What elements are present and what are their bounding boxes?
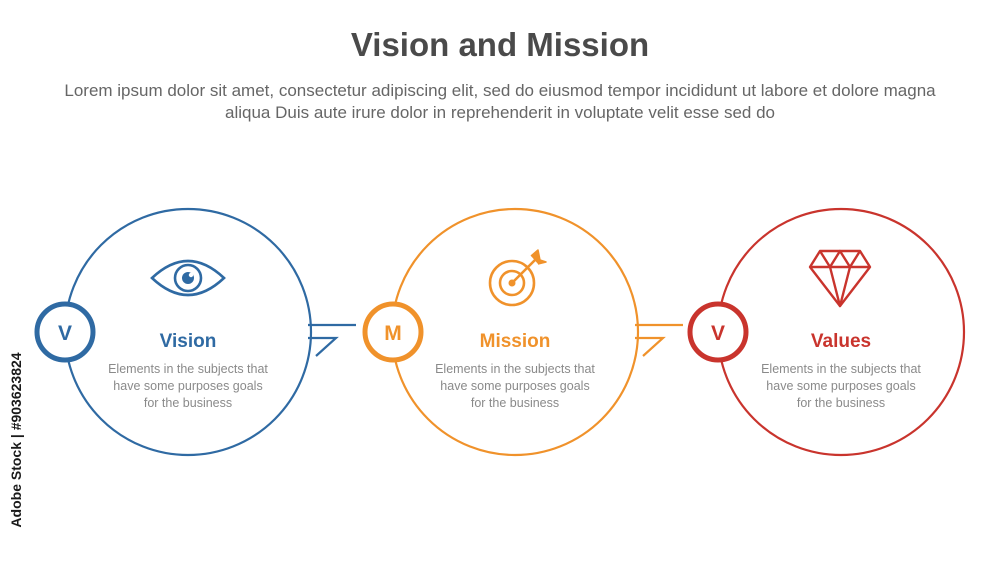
stage-vision-badge bbox=[34, 301, 96, 363]
stage-vision-title: Vision bbox=[159, 331, 217, 352]
page-title: Vision and Mission bbox=[350, 26, 650, 63]
stage-vision-badge-letter: V bbox=[58, 322, 72, 345]
stage-values-badge-letter: V bbox=[711, 322, 725, 345]
stage-vision-shape bbox=[34, 207, 356, 457]
arrow-connector-2 bbox=[635, 323, 683, 357]
stage-mission-badge-letter: M bbox=[384, 322, 402, 345]
arrow-connector-1 bbox=[308, 323, 356, 357]
page-subtitle: Lorem ipsum dolor sit amet, consectetur … bbox=[64, 81, 936, 122]
diamond-icon bbox=[808, 249, 872, 308]
stage-values: Values Elements in the subjects that hav… bbox=[741, 331, 941, 412]
stock-watermark-text: Adobe Stock | #903623824 bbox=[8, 352, 24, 528]
stage-mission: Mission Elements in the subjects that ha… bbox=[415, 331, 615, 412]
stage-mission-description: Elements in the subjects that have some … bbox=[435, 362, 595, 410]
stage-values-title: Values bbox=[810, 331, 872, 352]
eye-icon bbox=[150, 259, 226, 297]
stage-mission-badge bbox=[362, 301, 424, 363]
stage-values-shape bbox=[687, 207, 966, 457]
target-icon bbox=[488, 249, 547, 307]
stage-values-description: Elements in the subjects that have some … bbox=[761, 362, 921, 410]
stage-mission-title: Mission bbox=[479, 331, 551, 352]
stage-mission-shape bbox=[362, 207, 683, 457]
stage-vision-description: Elements in the subjects that have some … bbox=[108, 362, 268, 410]
stage-values-badge bbox=[687, 301, 749, 363]
stage-vision: Vision Elements in the subjects that hav… bbox=[88, 331, 288, 412]
stock-watermark: Adobe Stock | #903623824 bbox=[6, 320, 26, 560]
